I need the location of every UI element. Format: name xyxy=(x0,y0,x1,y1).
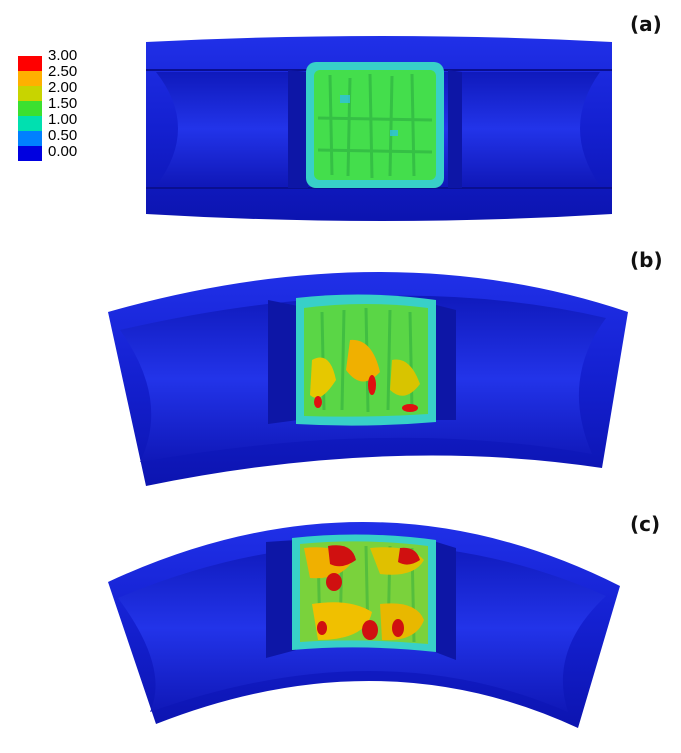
patch-texture xyxy=(320,307,414,413)
legend-tick: 3.00 xyxy=(48,47,78,64)
hot-region xyxy=(346,339,380,382)
panel-c-model xyxy=(108,521,620,728)
panel-label-b: (b) xyxy=(630,248,663,272)
legend-swatch xyxy=(18,101,42,116)
cutout-wall xyxy=(288,70,308,188)
legend-tick: 0.50 xyxy=(48,127,78,144)
legend-tick: 2.00 xyxy=(48,79,78,96)
hot-spot xyxy=(402,404,418,412)
hot-spot xyxy=(328,545,356,567)
cutout-wall xyxy=(266,540,296,658)
hot-region xyxy=(312,602,372,640)
panel-a-model xyxy=(146,36,612,221)
cutout-wall xyxy=(268,300,298,424)
hot-spot xyxy=(362,620,378,640)
legend-swatch xyxy=(18,86,42,101)
panel-label-a: (a) xyxy=(630,12,662,36)
contour-legend: 3.00 2.50 2.00 1.50 1.00 0.50 0.00 xyxy=(14,48,134,178)
legend-swatch xyxy=(18,56,42,71)
legend-tick: 2.50 xyxy=(48,63,78,80)
legend-swatch xyxy=(18,71,42,86)
hot-spot xyxy=(398,547,420,565)
legend-swatch xyxy=(18,116,42,131)
legend-tick: 1.50 xyxy=(48,95,78,112)
panel-b-model xyxy=(108,272,628,486)
legend-tick: 0.00 xyxy=(48,143,78,160)
cutout-wall xyxy=(430,540,456,660)
patch-texture xyxy=(317,73,433,179)
hot-spot xyxy=(326,573,342,591)
hot-spot xyxy=(317,621,327,635)
legend-tick: 1.00 xyxy=(48,111,78,128)
panel-label-c: (c) xyxy=(630,512,661,536)
hot-region xyxy=(390,359,420,396)
hot-spot xyxy=(368,375,376,395)
hot-spot xyxy=(314,396,322,408)
cutout-wall xyxy=(448,70,462,188)
cutout-wall xyxy=(432,304,456,420)
legend-swatch xyxy=(18,131,42,146)
legend-swatch xyxy=(18,146,42,161)
hot-spot xyxy=(392,619,404,637)
hot-region xyxy=(310,357,336,398)
